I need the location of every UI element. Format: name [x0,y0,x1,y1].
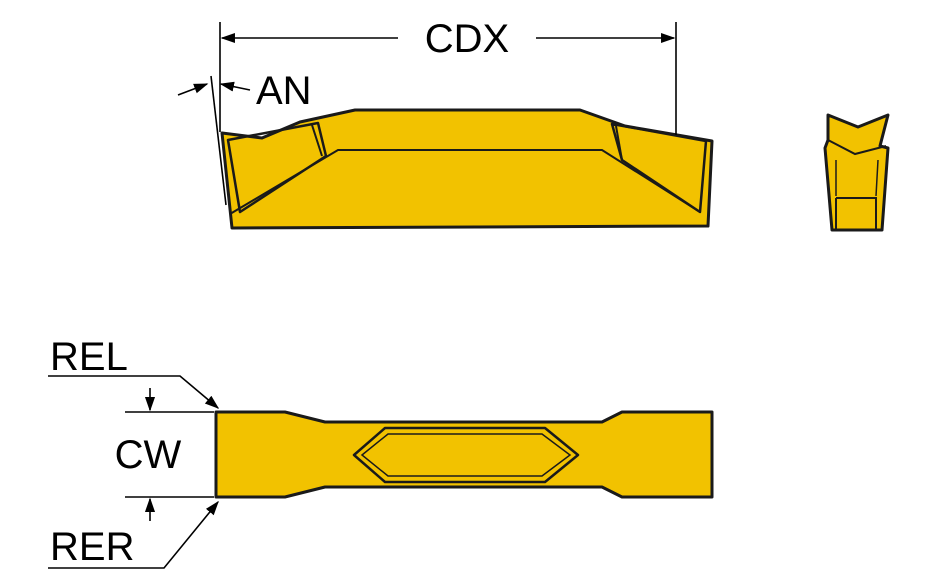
right-chip-pocket [610,122,708,214]
cw-dimension: CW [115,388,214,521]
insert-side-view [220,108,714,230]
an-label: AN [256,69,312,113]
insert-end-view [823,113,890,232]
rer-label: RER [50,525,134,569]
insert-top-land [352,426,580,484]
insert-top-view [214,410,714,499]
rer-leader: RER [48,500,219,569]
rel-label: REL [50,335,128,379]
an-dimension: AN [177,69,312,206]
cdx-label: CDX [425,17,509,61]
cw-label: CW [115,433,182,477]
rel-leader: REL [48,335,220,409]
cdx-dimension: CDX [219,17,677,135]
